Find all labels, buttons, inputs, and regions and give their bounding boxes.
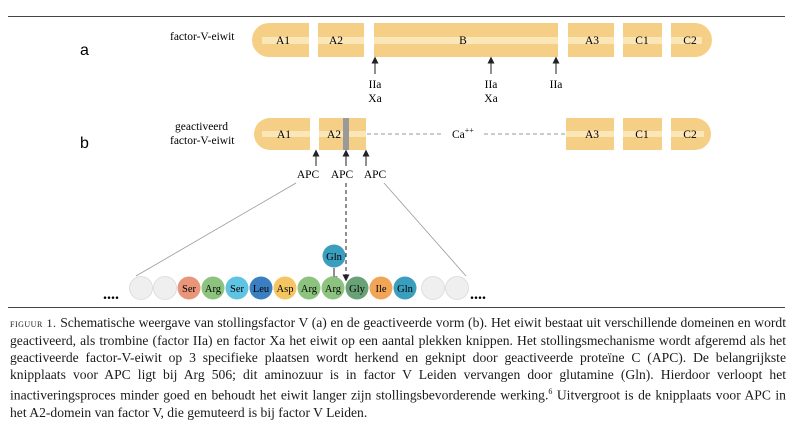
domain-b-c2: C2 [683, 129, 697, 141]
activated-factor-v-right [566, 118, 711, 150]
residue-label: Ile [375, 284, 386, 295]
caption-text-2: Uitvergroot is de knipplaats voor APC in… [10, 387, 786, 420]
zoom-line-left [135, 182, 297, 277]
sequence-ellipsis-left: .... [103, 286, 119, 303]
residue-gly [345, 276, 369, 300]
calcium-label: Ca++ [452, 126, 474, 141]
cleavage-label-3a: IIa [550, 79, 563, 91]
residue-label: Arg [301, 284, 318, 295]
residue-arg [201, 276, 225, 300]
cleavage-label-1a: IIa [369, 79, 382, 91]
cleavage-label-2a: IIa [485, 79, 498, 91]
domain-a3: A3 [585, 35, 599, 47]
sequence-ellipsis-right: .... [470, 286, 486, 303]
residue-label: Ser [230, 284, 245, 295]
panel-a-protein-name: factor-V-eiwit [170, 31, 235, 43]
footnote-marker: 6 [548, 387, 553, 396]
panel-b-name-line1: geactiveerd [175, 121, 228, 133]
zoom-line-right [383, 182, 467, 277]
bottom-rule [8, 307, 785, 308]
figure-caption: figuur 1. Schematische weergave van stol… [10, 314, 786, 421]
residue-arg [297, 276, 321, 300]
domain-b-c1: C1 [635, 129, 649, 141]
factor-v-diagram: a factor-V-eiwit A1 A2 B A3 C1 C2 IIa Xa… [80, 23, 712, 303]
residue-asp [273, 276, 297, 300]
residue-gln [393, 276, 417, 300]
cleavage-label-2b: Xa [484, 93, 497, 105]
domain-c1: C1 [635, 35, 649, 47]
gln-substitution-label: Gln [326, 252, 343, 263]
figure-label: figuur 1. [10, 316, 57, 330]
residue-label: Leu [253, 284, 270, 295]
domain-a1: A1 [276, 35, 290, 47]
activated-factor-v-left [254, 118, 366, 150]
caption-text-1: Schematische weergave van stollingsfacto… [10, 315, 786, 403]
residue-leu [249, 276, 273, 300]
residue-label: Asp [277, 284, 294, 295]
apc-label-1: APC [297, 169, 320, 181]
domain-b-a1: A1 [277, 129, 291, 141]
residue-blank-3 [421, 276, 445, 300]
top-rule [8, 16, 785, 17]
cleavage-label-1b: Xa [368, 93, 381, 105]
domain-b-a3: A3 [585, 129, 599, 141]
apc-label-3: APC [364, 169, 387, 181]
residue-blank-1 [129, 276, 153, 300]
panel-b-label: b [80, 135, 89, 152]
apc-label-2: APC [331, 169, 354, 181]
residue-label: Arg [205, 284, 222, 295]
residue-ile [369, 276, 393, 300]
residue-ser [177, 276, 201, 300]
residue-label: Gln [397, 284, 414, 295]
residue-label: Ser [182, 284, 197, 295]
panel-a-label: a [80, 42, 89, 59]
domain-b-a2: A2 [327, 129, 341, 141]
domain-b: B [459, 35, 467, 47]
domain-a2: A2 [329, 35, 343, 47]
gln-substitution-residue [322, 244, 346, 268]
domain-c2: C2 [683, 35, 697, 47]
residue-ser [225, 276, 249, 300]
residue-blank-4 [445, 276, 469, 300]
factor-v-bar [252, 23, 712, 57]
residue-label: Arg [325, 284, 342, 295]
residue-label: Gly [349, 284, 366, 295]
residue-blank-2 [153, 276, 177, 300]
panel-b-name-line2: factor-V-eiwit [170, 135, 235, 147]
residue-arg-506 [321, 276, 345, 300]
